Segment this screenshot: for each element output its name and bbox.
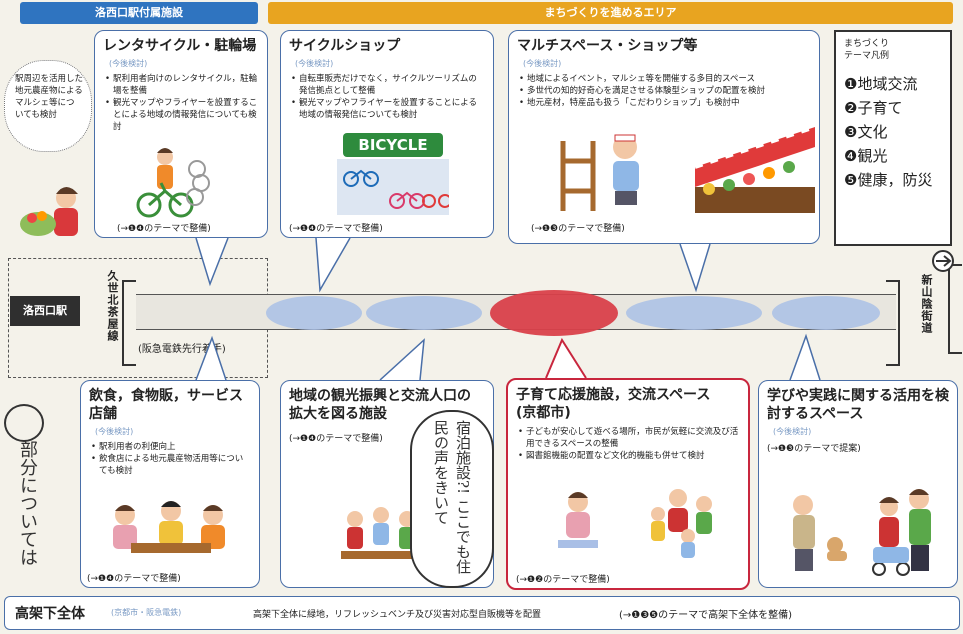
- band-station-facilities: 洛西口駅付属施設: [20, 2, 258, 24]
- learn-sub: (今後検討): [773, 427, 812, 436]
- food-theme: (→❶❹のテーマで整備): [87, 574, 181, 584]
- multi-bullets: 地域によるイベント，マルシェ等を開催する多目的スペース 多世代の知的好奇心を満足…: [517, 73, 811, 109]
- box-rental-cycle: レンタサイクル・駐輪場 (今後検討) 駅利用者向けのレンタサイクル，駐輪場を整備…: [94, 30, 268, 238]
- track-zone-3: [626, 296, 762, 330]
- handwritten-speech-bubble: 宿泊施設?! ここでも住民の声をきいて: [410, 410, 494, 588]
- bicycle-shop-illustration: [337, 159, 452, 215]
- rental-bullet: 駅利用者向けのレンタサイクル，駐輪場を整備: [105, 73, 259, 97]
- cycleshop-title: サイクルショップ: [289, 38, 401, 54]
- rental-title: レンタサイクル・駐輪場: [103, 38, 257, 54]
- bicycle-rack-illustration: [135, 143, 215, 223]
- line-right-label: 新山陰街道: [920, 274, 933, 334]
- dining-illustration: [101, 493, 241, 559]
- left-thought-bubble: 駅周辺を活用した地元農産物によるマルシェ等についても検討: [4, 60, 92, 152]
- handwritten-circle: [4, 404, 44, 442]
- legend-title-1: まちづくり: [844, 39, 890, 49]
- track-zone-4: [772, 296, 880, 330]
- cycleshop-sub: (今後検討): [295, 59, 334, 68]
- food-bullets: 駅利用者の利便向上 飲食店による地元農産物活用等についても検討: [89, 441, 251, 477]
- child-bullet: 子どもが安心して遊べる場所，市民が気軽に交流及び活用できるスペースの整備: [518, 426, 740, 450]
- multi-title: マルチスペース・ショップ等: [517, 38, 698, 54]
- pointer-cycleshop: [315, 237, 351, 293]
- cycleshop-bullets: 自転車販売だけでなく，サイクルツーリズムの発信拠点として整備 観光マップやフライ…: [289, 73, 485, 121]
- legend-item: ❺健康，防災: [844, 171, 933, 189]
- rental-bullet: 観光マップやフライヤーを設置することによる地域の情報発信についても検討: [105, 97, 259, 133]
- learn-theme: (→❶❸のテーマで提案): [767, 444, 861, 454]
- legend-item: ❷子育て: [844, 99, 903, 117]
- pointer-food: [195, 335, 227, 381]
- pointer-tourism: [379, 338, 425, 381]
- multi-theme: (→❶❸のテーマで整備): [531, 224, 625, 234]
- bottom-title: 高架下全体: [15, 606, 85, 622]
- rental-sub: (今後検討): [109, 59, 148, 68]
- multi-bullet: 地元産材，特産品も扱う「こだわりショップ」も検討中: [519, 97, 811, 109]
- family-illustration: [779, 485, 949, 581]
- multi-sub: (今後検討): [523, 59, 562, 68]
- legend-item: ❸文化: [844, 123, 888, 141]
- legend-title-2: テーマ凡例: [844, 51, 890, 61]
- far-right-bracket: [948, 264, 962, 354]
- food-title: 飲食，食物販，サービス店舗: [89, 388, 243, 422]
- visitors-illustration: [341, 503, 421, 567]
- market-stall-illustration: [694, 117, 816, 217]
- bottom-theme: (→❶❸❺のテーマで高架下全体を整備): [619, 610, 793, 621]
- tourism-title: 地域の観光振興と交流人口の拡大を図る施設: [289, 388, 471, 422]
- craft-workshop-illustration: [553, 121, 653, 217]
- food-bullet: 飲食店による地元農産物活用等についても検討: [91, 453, 251, 477]
- box-learning: 学びや実践に関する活用を検討するスペース (今後検討) (→❶❸のテーマで提案): [758, 380, 958, 588]
- cycleshop-theme: (→❶❹のテーマで整備): [289, 224, 383, 234]
- bottom-sub: (京都市・阪急電鉄): [111, 608, 182, 617]
- box-cycle-shop: サイクルショップ (今後検討) 自転車販売だけでなく，サイクルツーリズムの発信拠…: [280, 30, 494, 238]
- rental-bullets: 駅利用者向けのレンタサイクル，駐輪場を整備 観光マップやフライヤーを設置すること…: [103, 73, 259, 133]
- station-label: 洛西口駅: [10, 296, 80, 326]
- marche-illustration: [18, 176, 88, 246]
- multi-bullet: 多世代の知的好奇心を満足させる体験型ショップの配置を検討: [519, 85, 811, 97]
- band-town-area: まちづくりを進めるエリア: [268, 2, 953, 24]
- food-sub: (今後検討): [95, 427, 134, 436]
- multi-bullet: 地域によるイベント，マルシェ等を開催する多目的スペース: [519, 73, 811, 85]
- food-bullet: 駅利用者の利便向上: [91, 441, 251, 453]
- pointer-childcare: [545, 337, 587, 379]
- rental-theme: (→❶❹のテーマで整備): [117, 224, 211, 234]
- tourism-theme: (→❶❹のテーマで整備): [289, 434, 383, 444]
- pointer-rental: [195, 237, 229, 287]
- track-zone-2: [366, 296, 482, 330]
- theme-legend: まちづくり テーマ凡例 ❶地域交流 ❷子育て ❸文化 ❹観光 ❺健康，防災: [834, 30, 952, 246]
- bicycle-shop-sign: BICYCLE: [343, 133, 443, 157]
- left-bracket: [122, 280, 136, 366]
- bottom-desc: 高架下全体に緑地，リフレッシュベンチ及び災害対応型自販機等を配置: [253, 610, 542, 620]
- handwritten-note-left: 部分については: [17, 440, 38, 566]
- child-title: 子育て応援施設，交流スペース: [516, 387, 711, 403]
- north-arrow-icon: [932, 250, 954, 272]
- cycleshop-bullet: 自転車販売だけでなく，サイクルツーリズムの発信拠点として整備: [291, 73, 485, 97]
- legend-item: ❶地域交流: [844, 75, 918, 93]
- children-illustration: [548, 484, 738, 560]
- box-childcare: 子育て応援施設，交流スペース (京都市) 子どもが安心して遊べる場所，市民が気軽…: [506, 378, 750, 590]
- box-food-service: 飲食，食物販，サービス店舗 (今後検討) 駅利用者の利便向上 飲食店による地元農…: [80, 380, 260, 588]
- child-bullet: 図書館機能の配置など文化的機能も併せて検討: [518, 450, 740, 462]
- bottom-under-track-bar: 高架下全体 (京都市・阪急電鉄) 高架下全体に緑地，リフレッシュベンチ及び災害対…: [4, 596, 960, 630]
- handwritten-note-center: 宿泊施設?! ここでも住民の声をきいて: [432, 420, 472, 574]
- line-left-label: 久世北茶屋線: [106, 270, 119, 342]
- track-zone-1: [266, 296, 362, 330]
- box-multi-space: マルチスペース・ショップ等 (今後検討) 地域によるイベント，マルシェ等を開催す…: [508, 30, 820, 244]
- right-bracket: [886, 280, 900, 366]
- child-theme: (→❶❷のテーマで整備): [516, 575, 610, 585]
- pointer-learning: [789, 333, 821, 381]
- learn-title: 学びや実践に関する活用を検討するスペース: [767, 388, 949, 422]
- left-note-text: 駅周辺を活用した地元農産物によるマルシェ等についても検討: [15, 74, 84, 120]
- track-note: (阪急電鉄先行着手): [138, 344, 226, 355]
- track-zone-childcare: [490, 290, 618, 336]
- child-bullets: 子どもが安心して遊べる場所，市民が気軽に交流及び活用できるスペースの整備 図書館…: [516, 426, 740, 462]
- child-title-2: (京都市): [516, 405, 571, 421]
- legend-item: ❹観光: [844, 147, 888, 165]
- pointer-multi: [679, 243, 711, 293]
- cycleshop-bullet: 観光マップやフライヤーを設置することによる地域の情報発信についても検討: [291, 97, 485, 121]
